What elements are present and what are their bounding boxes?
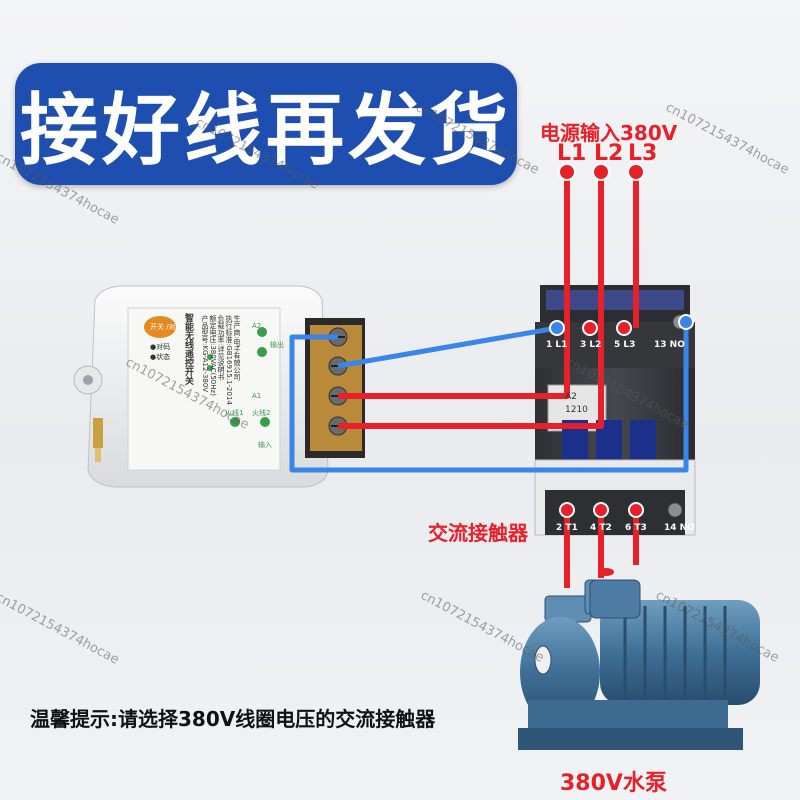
contactor-terminal-4: 4 T2 (590, 523, 612, 533)
power-input-label: 电源输入380V (540, 121, 678, 145)
contactor-terminal-3: 3 L2 (580, 340, 602, 350)
terminal-a1-label: A1 (252, 392, 262, 400)
terminal-output-label: 输出 (270, 341, 284, 349)
switch-name: 智能无线遥控开关 (183, 313, 193, 385)
fire-line-2-label: 火线2 (252, 409, 271, 417)
pump-label: 380V水泵 (560, 771, 667, 796)
phase-l1-label: L1 (557, 141, 587, 166)
switch-spec-3: 负载功率:详见说明书 (217, 315, 225, 381)
fire-line-1-label: 火线1 (225, 409, 244, 417)
switch-spec-4: 执行标准:GB16915.1-2014 (225, 315, 233, 405)
switch-badge: 开关 /对码 (150, 323, 183, 331)
blue-wires (289, 322, 689, 473)
switch-spec-5: 生产商:电子有限公司 (233, 315, 241, 381)
wireless-switch-device (73, 285, 365, 488)
contactor-model: 1210 (565, 405, 588, 415)
contactor-terminal-5: 5 L3 (614, 340, 636, 350)
title-banner: 接好线再发货 (15, 63, 517, 185)
contactor-terminal-1: 1 L1 (546, 340, 568, 350)
terminal-input-label: 输入 (258, 441, 272, 449)
contactor-terminal-14: 14 NO (664, 523, 695, 533)
contactor-coil-label: A2 (565, 392, 577, 402)
contactor-terminal-13: 13 NO (654, 340, 685, 350)
contactor-terminal-6: 6 T3 (625, 523, 647, 533)
tip-text: 温馨提示:请选择380V线圈电压的交流接触器 (30, 707, 436, 731)
phase-l3-label: L3 (628, 141, 658, 166)
water-pump (518, 568, 760, 750)
switch-spec-2: 额定电压:380VAC(50Hz) (209, 315, 217, 396)
contactor-label: 交流接触器 (428, 521, 528, 545)
contactor-terminal-2: 2 T1 (556, 523, 578, 533)
phase-l2-label: L2 (594, 141, 624, 166)
switch-spec-1: 产品型号:KG-A12-380V (201, 315, 209, 393)
status-pair-label: ●对码 (150, 343, 171, 351)
banner-title: 接好线再发货 (19, 86, 512, 176)
red-wires (338, 172, 639, 588)
status-state-label: ●状态 (150, 353, 171, 361)
terminal-a2-label: A2 (252, 322, 262, 330)
